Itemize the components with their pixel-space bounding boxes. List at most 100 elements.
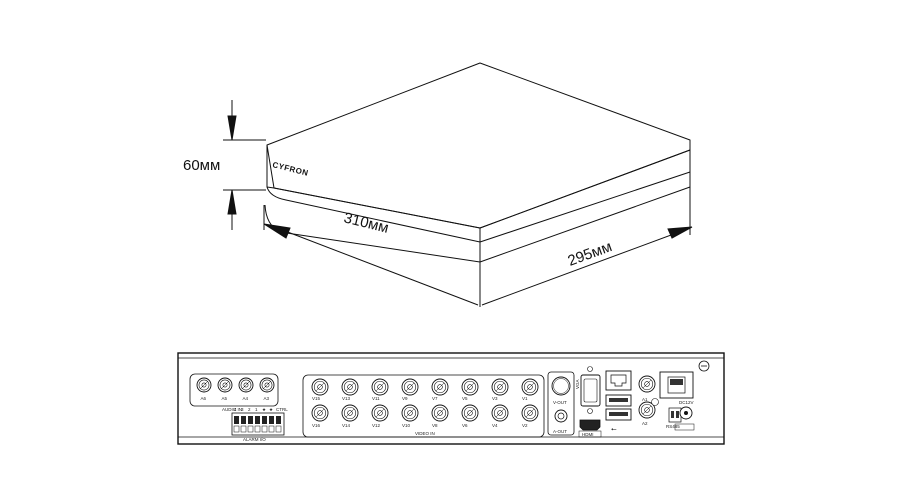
vga-port-inner	[583, 378, 598, 403]
width-label: 310мм	[342, 209, 390, 237]
dvr-right-face-edge	[479, 171, 691, 243]
vout-label: V-OUT	[553, 400, 567, 405]
alarm-pin	[276, 416, 281, 424]
video-port-label: V8	[432, 423, 438, 428]
rs485-terminal	[668, 407, 682, 423]
video-port-v7	[431, 378, 449, 396]
a1-bnc-port	[638, 375, 656, 393]
dvr-isometric-view	[264, 62, 691, 263]
hdmi-label-box	[578, 430, 602, 438]
dc-power-label: DC12V	[679, 400, 694, 405]
vout-port-inner	[553, 378, 569, 394]
video-port-v14	[341, 404, 359, 422]
usb-port-1-tongue	[609, 398, 628, 402]
alarm-pin-label: 3	[241, 407, 244, 412]
audio-port-a6	[196, 377, 212, 393]
video-port-label: V4	[492, 423, 498, 428]
alarm-pin	[255, 416, 260, 424]
audio-port-a5	[217, 377, 233, 393]
video-port-v16	[311, 404, 329, 422]
vga-screw-bottom	[587, 408, 593, 414]
video-port-label: V7	[432, 396, 438, 401]
video-port-label: V12	[372, 423, 381, 428]
hdmi-port	[579, 419, 601, 431]
aout-label: A-OUT	[553, 429, 567, 434]
video-in-group-label: VIDEO IN	[415, 431, 435, 436]
height-arrow-top	[227, 115, 237, 141]
alarm-pin-label: 1	[255, 407, 258, 412]
dvr-top-inner-edge	[273, 149, 691, 229]
alarm-pin	[241, 416, 246, 424]
aout-port	[554, 409, 568, 423]
audio-port-label: A3	[264, 396, 270, 401]
video-port-v5	[461, 378, 479, 396]
video-port-v1	[521, 378, 539, 396]
video-port-label: V2	[522, 423, 528, 428]
video-port-label: V1	[522, 396, 528, 401]
ground-screw	[651, 398, 659, 406]
usb-icon: ⭠	[611, 425, 617, 433]
av-out-group	[547, 371, 575, 436]
alarm-pin	[248, 416, 253, 424]
depth-arrow-right	[667, 226, 693, 239]
video-port-label: V10	[402, 423, 411, 428]
alarm-pin-slot	[233, 425, 240, 433]
usb-port-2-tongue	[609, 412, 628, 416]
vga-port	[580, 374, 601, 407]
depth-dim-line	[481, 227, 691, 306]
audio-port-a3	[259, 377, 275, 393]
alarm-pin-slot	[268, 425, 275, 433]
video-port-label: V6	[462, 423, 468, 428]
video-port-v3	[491, 378, 509, 396]
alarm-pin-slot	[247, 425, 254, 433]
hdmi-label: HDMI	[582, 432, 594, 437]
alarm-pin-slot	[240, 425, 247, 433]
video-in-group	[302, 374, 545, 438]
width-dim-line	[271, 225, 479, 306]
dvr-front-face	[266, 186, 481, 262]
dvr-top-face	[266, 62, 691, 229]
video-port-label: V3	[492, 396, 498, 401]
video-port-label: V15	[312, 396, 321, 401]
a2-bnc-port	[638, 401, 656, 419]
video-port-v6	[461, 404, 479, 422]
audio-port-label: A6	[201, 396, 207, 401]
depth-dimension	[481, 187, 693, 306]
right-bnc-ports	[638, 375, 656, 419]
video-port-label: V5	[462, 396, 468, 401]
video-port-v8	[431, 404, 449, 422]
alarm-pin-label: ★	[262, 407, 267, 412]
width-arrow-left	[263, 223, 291, 239]
a1-label: A1	[642, 397, 648, 402]
video-port-v12	[371, 404, 389, 422]
alarm-pin	[269, 416, 274, 424]
video-port-label: V13	[342, 396, 351, 401]
video-port-label: V16	[312, 423, 321, 428]
aout-port-inner	[557, 412, 565, 420]
width-dimension	[263, 205, 481, 307]
vout-port	[551, 376, 571, 396]
rs485-pin-1	[671, 411, 674, 418]
rs485-pin-2	[676, 411, 679, 418]
audio-in-group-label: AUDIO IN	[222, 407, 242, 412]
video-port-v13	[341, 378, 359, 396]
alarm-pin-label: CTRL	[276, 407, 288, 412]
alarm-pin-slot	[275, 425, 282, 433]
height-arrow-bottom	[227, 189, 237, 215]
alarm-pin-label: 4	[234, 407, 237, 412]
vga-label: VGA	[575, 379, 580, 389]
power-switch-rocker	[670, 379, 683, 385]
dc-power-jack-pin	[684, 411, 688, 415]
video-port-label: V14	[342, 423, 351, 428]
alarm-pin-label: ★	[269, 407, 274, 412]
video-port-label: V11	[372, 396, 380, 401]
dc-polarity-box	[674, 423, 695, 431]
video-port-v11	[371, 378, 389, 396]
dvr-right-face	[479, 150, 691, 263]
alarm-pin	[234, 416, 239, 424]
height-dimension	[223, 100, 266, 230]
lan-port-jack	[610, 374, 627, 387]
power-switch-frame	[659, 371, 694, 399]
alarm-pin-slot	[254, 425, 261, 433]
